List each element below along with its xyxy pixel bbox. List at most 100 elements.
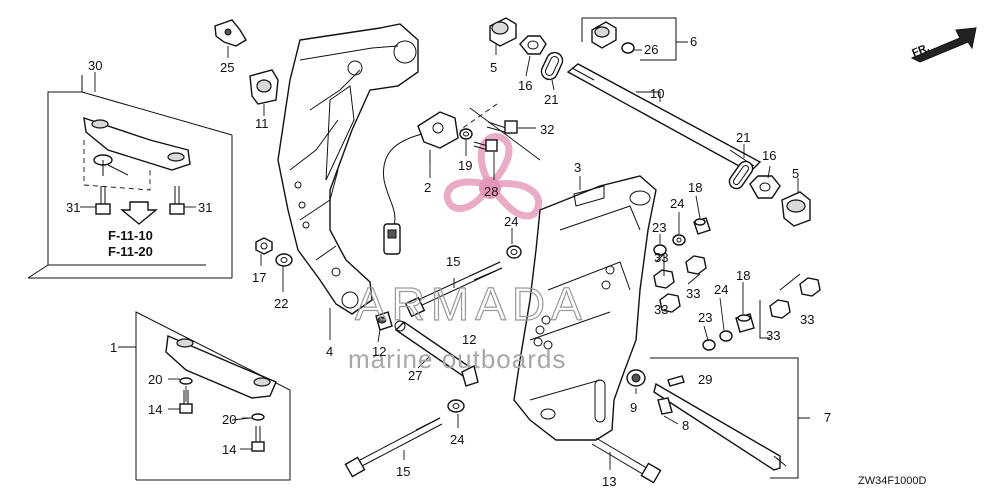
label-19: 19 (458, 158, 472, 173)
pin-29 (667, 375, 685, 387)
label-20-left: 20 (148, 372, 162, 387)
bolt-31-right (169, 186, 185, 215)
label-7: 7 (824, 410, 831, 425)
label-33-e: 33 (800, 312, 814, 327)
bolt-31-left (95, 186, 111, 215)
label-8: 8 (682, 418, 689, 433)
washer-24-low (447, 399, 465, 413)
bolt-32 (486, 120, 518, 134)
clip-25 (214, 19, 247, 47)
label-33-d: 33 (766, 328, 780, 343)
leader-lines (94, 44, 799, 470)
label-14-right: 14 (222, 442, 236, 457)
washer-23-upper (653, 244, 667, 256)
reference-arrow-icon (120, 201, 158, 225)
label-20-right: 20 (222, 412, 236, 427)
label-10: 10 (650, 86, 664, 101)
nut-33-group (653, 252, 821, 339)
right-stern-bracket (513, 175, 657, 441)
assembly-1-box (118, 311, 291, 481)
nut-17 (255, 237, 273, 255)
label-30: 30 (88, 58, 102, 73)
label-12-right: 12 (462, 332, 476, 347)
label-3: 3 (574, 160, 581, 175)
label-13: 13 (602, 474, 616, 489)
label-33-a: 33 (654, 250, 668, 265)
label-15-upper: 15 (446, 254, 460, 269)
label-27: 27 (408, 368, 422, 383)
clip-8 (657, 397, 679, 425)
washer-22 (275, 253, 293, 267)
link-21-right (728, 160, 754, 190)
label-14-left: 14 (148, 402, 162, 417)
assembly-30-box (27, 75, 233, 279)
label-16-top: 16 (518, 78, 532, 93)
label-4: 4 (326, 344, 333, 359)
label-24-upper: 24 (670, 196, 684, 211)
washer-23-lower (702, 339, 716, 351)
label-18-lower: 18 (736, 268, 750, 283)
label-28: 28 (484, 184, 498, 199)
washer-24-upper (672, 234, 686, 246)
nut-5-right (781, 191, 811, 227)
ref-label-1: F-11-10 (108, 228, 153, 243)
label-5-right: 5 (792, 166, 799, 181)
label-23-lower: 23 (698, 310, 712, 325)
label-32: 32 (540, 122, 554, 137)
label-24-mid: 24 (504, 214, 518, 229)
label-15-lower: 15 (396, 464, 410, 479)
label-31-left: 31 (66, 200, 80, 215)
nut-5-top (489, 17, 517, 47)
label-33-b: 33 (686, 286, 700, 301)
washer-19 (459, 128, 473, 140)
label-12-left: 12 (372, 344, 386, 359)
ref-label-2: F-11-20 (108, 244, 153, 259)
label-18-upper: 18 (688, 180, 702, 195)
bushing-9 (626, 369, 646, 387)
washer-24-lower (719, 330, 733, 342)
label-5-top: 5 (490, 60, 497, 75)
nut-16-top (519, 35, 547, 55)
fitting-18-lower (735, 313, 755, 333)
label-16-right: 16 (762, 148, 776, 163)
collar-12 (375, 311, 393, 331)
bolt-15-upper (404, 261, 503, 318)
assembly-6-box (581, 17, 688, 61)
fitting-18-upper (693, 217, 711, 235)
left-stern-bracket (277, 23, 419, 315)
label-33-c: 33 (654, 302, 668, 317)
label-1: 1 (110, 340, 117, 355)
label-25: 25 (220, 60, 234, 75)
shaft-27 (394, 320, 479, 387)
label-11: 11 (255, 116, 269, 131)
label-17: 17 (252, 270, 266, 285)
bolt-28 (473, 139, 498, 152)
label-23-upper: 23 (652, 220, 666, 235)
part-labels: 30 25 11 31 31 F-11-10 F-11-20 17 22 4 1… (66, 34, 831, 489)
label-9: 9 (630, 400, 637, 415)
bush-11 (249, 69, 279, 105)
front-direction-arrow-icon (910, 27, 977, 63)
watermark-tagline: marine outboards (348, 344, 566, 374)
link-21-top (540, 51, 564, 81)
rod-7-box (650, 357, 810, 479)
label-31-right: 31 (198, 200, 212, 215)
label-21-right: 21 (736, 130, 750, 145)
diagram-code: ZW34F1000D (858, 475, 927, 487)
label-6: 6 (690, 34, 697, 49)
tilt-tube-10 (566, 63, 762, 173)
label-24-low: 24 (450, 432, 464, 447)
bolt-13 (591, 437, 662, 484)
nut-16-right (749, 175, 781, 199)
label-21-top: 21 (544, 92, 558, 107)
watermark-logo (443, 133, 543, 220)
trim-sensor-2 (383, 111, 459, 255)
bolt-15-lower (344, 417, 443, 478)
washer-24-mid (506, 245, 522, 259)
label-26: 26 (644, 42, 658, 57)
label-2: 2 (424, 180, 431, 195)
label-22: 22 (274, 296, 288, 311)
watermark-brand: ARMADA (355, 278, 588, 330)
